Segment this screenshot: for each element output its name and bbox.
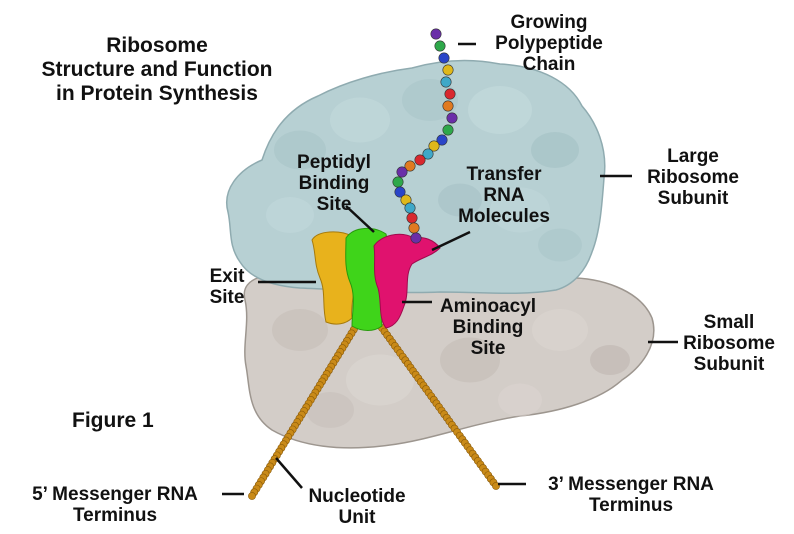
- label-nucleotide-line-1: Nucleotide: [292, 486, 422, 507]
- label-transfer-rna-line-3: Molecules: [444, 206, 564, 227]
- label-peptidyl-site: Peptidyl Binding Site: [282, 152, 386, 215]
- amino-acid-bead: [409, 223, 419, 233]
- surface-lump: [590, 345, 630, 375]
- amino-acid-bead: [441, 77, 451, 87]
- page-title: Ribosome Structure and Function in Prote…: [22, 34, 292, 106]
- amino-acid-bead: [415, 155, 425, 165]
- label-growing-chain-line-3: Chain: [474, 54, 624, 75]
- surface-lump: [330, 98, 390, 143]
- label-small-subunit: Small Ribosome Subunit: [670, 312, 788, 375]
- label-peptidyl-site-line-3: Site: [282, 194, 386, 215]
- amino-acid-bead: [443, 101, 453, 111]
- label-aminoacyl-site-line-1: Aminoacyl: [424, 296, 552, 317]
- leader-nucleotide: [276, 458, 302, 488]
- amino-acid-bead: [439, 53, 449, 63]
- title-line-3: in Protein Synthesis: [22, 82, 292, 106]
- label-peptidyl-site-line-1: Peptidyl: [282, 152, 386, 173]
- label-three-prime-line-2: Terminus: [524, 495, 738, 516]
- amino-acid-bead: [405, 203, 415, 213]
- nucleotide-bead: [248, 492, 255, 499]
- surface-lump: [468, 86, 532, 134]
- amino-acid-bead: [407, 213, 417, 223]
- label-five-prime: 5’ Messenger RNA Terminus: [8, 484, 222, 526]
- amino-acid-bead: [411, 233, 421, 243]
- title-line-2: Structure and Function: [22, 58, 292, 82]
- label-nucleotide: Nucleotide Unit: [292, 486, 422, 528]
- surface-lump: [272, 309, 328, 351]
- label-large-subunit-line-2: Ribosome: [628, 167, 758, 188]
- label-small-subunit-line-1: Small: [670, 312, 788, 333]
- label-transfer-rna-line-1: Transfer: [444, 164, 564, 185]
- label-exit-site-line-2: Site: [196, 287, 258, 308]
- label-transfer-rna-line-2: RNA: [444, 185, 564, 206]
- amino-acid-bead: [443, 65, 453, 75]
- title-line-1: Ribosome: [22, 34, 292, 58]
- amino-acid-bead: [393, 177, 403, 187]
- amino-acid-bead: [443, 125, 453, 135]
- amino-acid-bead: [435, 41, 445, 51]
- surface-lump: [498, 384, 542, 417]
- label-small-subunit-line-3: Subunit: [670, 354, 788, 375]
- label-large-subunit-line-3: Subunit: [628, 188, 758, 209]
- figure-label: Figure 1: [72, 410, 154, 431]
- label-small-subunit-line-2: Ribosome: [670, 333, 788, 354]
- label-aminoacyl-site: Aminoacyl Binding Site: [424, 296, 552, 359]
- label-growing-chain: Growing Polypeptide Chain: [474, 12, 624, 75]
- amino-acid-bead: [447, 113, 457, 123]
- label-large-subunit-line-1: Large: [628, 146, 758, 167]
- surface-lump: [538, 229, 582, 262]
- amino-acid-bead: [431, 29, 441, 39]
- label-peptidyl-site-line-2: Binding: [282, 173, 386, 194]
- label-nucleotide-line-2: Unit: [292, 507, 422, 528]
- surface-lump: [531, 132, 579, 168]
- label-large-subunit: Large Ribosome Subunit: [628, 146, 758, 209]
- label-growing-chain-line-2: Polypeptide: [474, 33, 624, 54]
- label-growing-chain-line-1: Growing: [474, 12, 624, 33]
- amino-acid-bead: [397, 167, 407, 177]
- label-exit-site: Exit Site: [196, 266, 258, 308]
- label-aminoacyl-site-line-2: Binding: [424, 317, 552, 338]
- label-five-prime-line-1: 5’ Messenger RNA: [8, 484, 222, 505]
- label-five-prime-line-2: Terminus: [8, 505, 222, 526]
- label-exit-site-line-1: Exit: [196, 266, 258, 287]
- label-aminoacyl-site-line-3: Site: [424, 338, 552, 359]
- amino-acid-bead: [445, 89, 455, 99]
- label-three-prime: 3’ Messenger RNA Terminus: [524, 474, 738, 516]
- label-transfer-rna: Transfer RNA Molecules: [444, 164, 564, 227]
- label-three-prime-line-1: 3’ Messenger RNA: [524, 474, 738, 495]
